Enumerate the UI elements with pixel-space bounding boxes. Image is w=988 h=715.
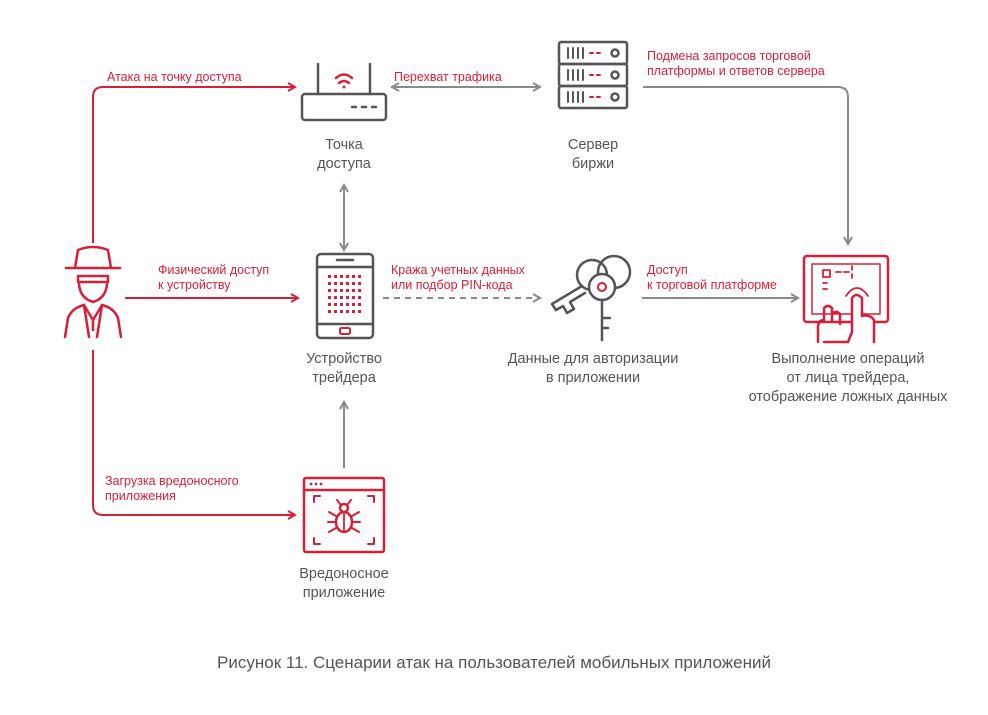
node-label-device-line2: трейдера bbox=[312, 370, 376, 386]
edge-label-physical-line2: к устройству bbox=[158, 278, 231, 292]
node-label-access-point: Точка доступа bbox=[274, 136, 414, 174]
node-label-device: Устройство трейдера bbox=[269, 350, 419, 388]
node-label-operations: Выполнение операций от лица трейдера, от… bbox=[738, 350, 958, 407]
node-label-malware-line1: Вредоносное bbox=[299, 566, 389, 582]
node-label-server: Сервер биржи bbox=[523, 136, 663, 174]
node-label-operations-line2: от лица трейдера, bbox=[786, 370, 910, 386]
router-icon bbox=[300, 62, 388, 122]
node-label-access-point-line2: доступа bbox=[317, 156, 371, 172]
edge-attack-ap bbox=[92, 87, 295, 243]
edge-label-attack-ap: Атака на точку доступа bbox=[107, 70, 242, 84]
node-label-operations-line3: отображение ложных данных bbox=[748, 389, 948, 405]
edge-label-theft: Кража учетных данных или подбор PIN-кода bbox=[391, 263, 525, 293]
node-label-malware-line2: приложение bbox=[302, 585, 386, 601]
node-label-access-point-line1: Точка bbox=[325, 137, 363, 153]
hacker-icon bbox=[63, 245, 123, 339]
node-label-device-line1: Устройство bbox=[306, 351, 382, 367]
figure-caption: Рисунок 11. Сценарии атак на пользовател… bbox=[217, 653, 771, 672]
edge-label-malware-load-line1: Загрузка вредоносного bbox=[105, 474, 239, 488]
node-label-server-line1: Сервер bbox=[567, 137, 619, 153]
edge-malware-load bbox=[92, 350, 295, 515]
node-label-server-line2: биржи bbox=[571, 156, 615, 172]
node-label-operations-line1: Выполнение операций bbox=[771, 351, 925, 367]
bug-window-icon bbox=[302, 476, 386, 554]
edge-label-malware-load-line2: приложения bbox=[105, 489, 176, 503]
edge-label-malware-load: Загрузка вредоносного приложения bbox=[105, 474, 239, 504]
edge-label-physical: Физический доступ к устройству bbox=[158, 263, 269, 293]
edge-label-spoof-line2: платформы и ответов сервера bbox=[647, 64, 825, 78]
edge-label-access: Доступ к торговой платформе bbox=[647, 263, 777, 293]
edge-spoof bbox=[643, 86, 848, 244]
node-label-credentials-line1: Данные для авторизации bbox=[507, 351, 679, 367]
server-icon bbox=[557, 40, 629, 110]
pin-grid bbox=[328, 275, 361, 313]
edge-label-theft-line1: Кража учетных данных bbox=[391, 263, 525, 277]
keys-icon bbox=[550, 254, 632, 342]
edge-label-spoof: Подмена запросов торговой платформы и от… bbox=[647, 49, 825, 79]
edge-label-physical-line1: Физический доступ bbox=[158, 263, 270, 277]
smartphone-icon bbox=[315, 252, 375, 340]
edge-label-access-line1: Доступ bbox=[647, 263, 688, 277]
edge-label-intercept: Перехват трафика bbox=[394, 70, 502, 84]
edge-label-spoof-line1: Подмена запросов торговой bbox=[647, 49, 811, 63]
edge-label-theft-line2: или подбор PIN-кода bbox=[391, 278, 513, 292]
edge-label-access-line2: к торговой платформе bbox=[647, 278, 777, 292]
node-label-credentials-line2: в приложении bbox=[545, 370, 641, 386]
touch-screen-icon bbox=[802, 254, 890, 344]
node-label-credentials: Данные для авторизации в приложении bbox=[483, 350, 703, 388]
node-label-malware: Вредоносное приложение bbox=[274, 565, 414, 603]
